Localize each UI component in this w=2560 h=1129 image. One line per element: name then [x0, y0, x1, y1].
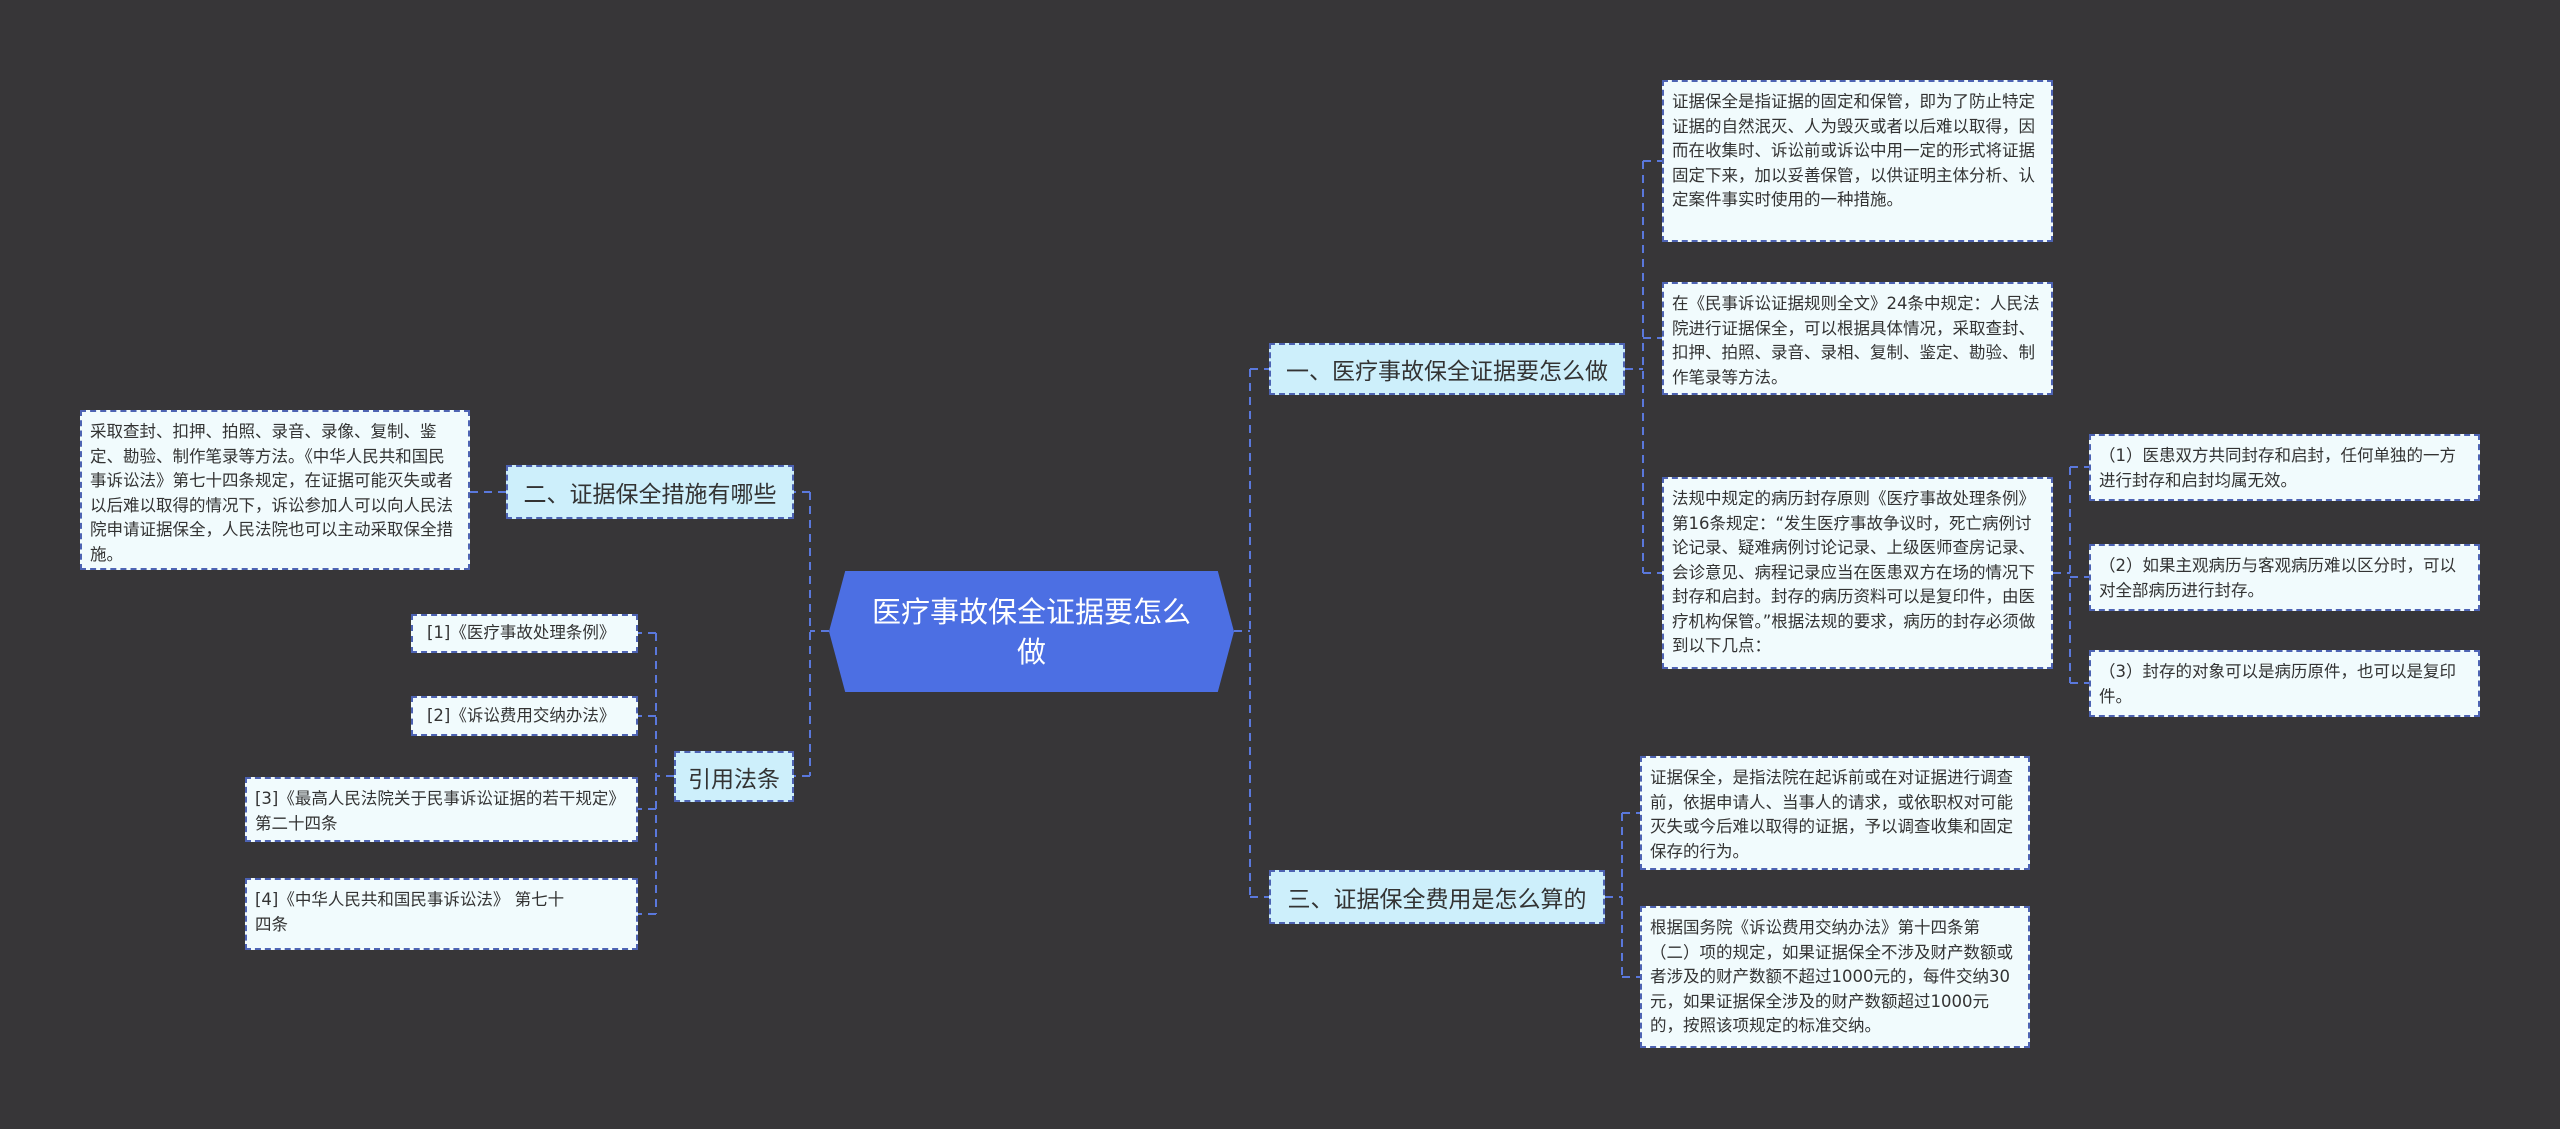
leaf-measures[interactable]: 采取查封、扣押、拍照、录音、录像、复制、鉴定、勘验、制作笔录等方法。《中华人民共…: [80, 410, 470, 570]
ref-3[interactable]: [3]《最高人民法院关于民事诉讼证据的若干规定》 第二十四条: [245, 777, 638, 842]
leaf-sealing-point-1[interactable]: （1）医患双方共同封存和启封，任何单独的一方进行封存和启封均属无效。: [2089, 434, 2480, 501]
branch-preservation-measures[interactable]: 二、证据保全措施有哪些: [506, 465, 794, 519]
branch-label: 二、证据保全措施有哪些: [523, 482, 777, 508]
central-topic-label: 医疗事故保全证据要怎么做: [871, 594, 1191, 669]
branch-label: 三、证据保全费用是怎么算的: [1287, 887, 1587, 913]
branch-how-to-preserve[interactable]: 一、医疗事故保全证据要怎么做: [1269, 343, 1625, 395]
leaf-sealing-point-3[interactable]: （3）封存的对象可以是病历原件，也可以是复印件。: [2089, 650, 2480, 717]
leaf-sealing-point-2[interactable]: （2）如果主观病历与客观病历难以区分时，可以对全部病历进行封存。: [2089, 544, 2480, 611]
ref-1[interactable]: [1]《医疗事故处理条例》: [411, 614, 638, 653]
branch-label: 一、医疗事故保全证据要怎么做: [1286, 359, 1608, 385]
leaf-fee-rule[interactable]: 根据国务院《诉讼费用交纳办法》第十四条第（二）项的规定，如果证据保全不涉及财产数…: [1640, 906, 2030, 1048]
leaf-rule-24[interactable]: 在《民事诉讼证据规则全文》24条中规定：人民法院进行证据保全，可以根据具体情况，…: [1662, 282, 2053, 395]
ref-2[interactable]: [2]《诉讼费用交纳办法》: [411, 696, 638, 736]
branch-cited-laws[interactable]: 引用法条: [674, 751, 794, 802]
branch-label: 引用法条: [688, 766, 780, 793]
branch-preservation-fees[interactable]: 三、证据保全费用是怎么算的: [1269, 870, 1605, 924]
ref-4[interactable]: [4]《中华人民共和国民事诉讼法》 第七十四条: [245, 878, 638, 950]
leaf-record-sealing[interactable]: 法规中规定的病历封存原则《医疗事故处理条例》第16条规定：“发生医疗事故争议时，…: [1662, 477, 2053, 669]
leaf-definition[interactable]: 证据保全是指证据的固定和保管，即为了防止特定证据的自然泯灭、人为毁灭或者以后难以…: [1662, 80, 2053, 242]
central-topic[interactable]: 医疗事故保全证据要怎么做: [829, 571, 1234, 692]
leaf-preservation-definition[interactable]: 证据保全，是指法院在起诉前或在对证据进行调查前，依据申请人、当事人的请求，或依职…: [1640, 756, 2030, 870]
